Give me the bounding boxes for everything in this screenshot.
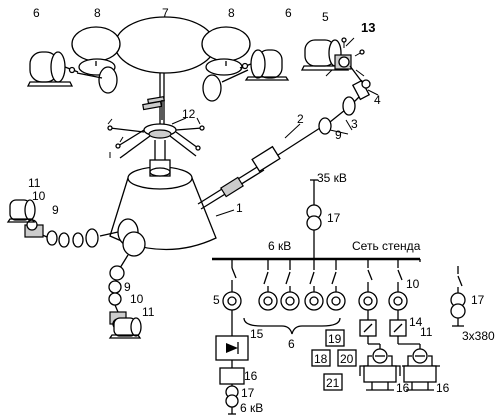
label-11-left: 11 [28, 176, 41, 190]
right-upper-disc [201, 26, 251, 62]
control-boxes [311, 329, 357, 391]
feeder-switches [231, 259, 463, 294]
label-9-upper: 9 [335, 128, 342, 142]
right-motor [239, 49, 290, 81]
label-3x380: 3x380 [462, 329, 495, 343]
label-network: Сеть стенда [352, 239, 421, 253]
label-9-lower: 9 [124, 280, 131, 294]
label-6-right: 6 [285, 6, 292, 20]
label-15: 15 [250, 327, 264, 341]
label-14: 14 [409, 315, 423, 329]
drive-motor-5 [300, 37, 371, 89]
transformer-35kv [306, 179, 322, 259]
label-13: 13 [361, 20, 375, 35]
right-lower-disc [205, 58, 243, 76]
left-motor [26, 51, 79, 87]
label-5: 5 [322, 10, 329, 24]
label-6-left: 6 [33, 6, 40, 20]
label-17-right: 17 [471, 293, 485, 307]
label-8-left: 8 [94, 6, 101, 20]
main-rotor-disc [114, 16, 216, 74]
label-10-elec: 10 [406, 277, 420, 291]
label-19: 19 [328, 332, 342, 346]
label-1: 1 [236, 201, 243, 215]
label-10-lower: 10 [130, 292, 144, 306]
rotor-hub [107, 95, 205, 170]
rectifier-branch [215, 310, 249, 415]
label-2: 2 [297, 112, 304, 126]
label-7: 7 [162, 6, 169, 20]
drive-shaft-line [197, 79, 371, 210]
label-17-top: 17 [327, 211, 341, 225]
left-side-disc [98, 66, 118, 94]
label-17-bottom: 17 [241, 386, 255, 400]
label-20: 20 [340, 352, 354, 366]
converter-branch [359, 310, 440, 391]
label-16-mid: 16 [396, 381, 410, 395]
label-5-elec: 5 [213, 293, 220, 307]
label-6-elec: 6 [288, 337, 295, 351]
label-3: 3 [351, 117, 358, 131]
label-11-elec: 11 [420, 325, 433, 339]
label-16-right: 16 [436, 381, 450, 395]
lower-transmission [108, 231, 146, 339]
left-transmission [6, 199, 139, 248]
label-21: 21 [326, 376, 340, 390]
label-10-left: 10 [32, 189, 46, 203]
label-35kv: 35 кВ [317, 171, 347, 185]
reactor-group [222, 291, 408, 311]
label-6kv-bottom: 6 кВ [240, 401, 263, 415]
aux-transformer [450, 292, 466, 327]
label-12: 12 [182, 107, 196, 121]
label-16-left: 16 [244, 369, 258, 383]
label-11-lower: 11 [142, 305, 155, 319]
label-8-right: 8 [228, 6, 235, 20]
right-side-disc [202, 74, 222, 102]
label-18: 18 [314, 352, 328, 366]
left-upper-disc [71, 26, 121, 62]
label-4: 4 [374, 93, 381, 107]
label-9-left: 9 [52, 203, 59, 217]
label-6kv-bus: 6 кВ [268, 239, 291, 253]
brace-group-6 [243, 317, 341, 335]
